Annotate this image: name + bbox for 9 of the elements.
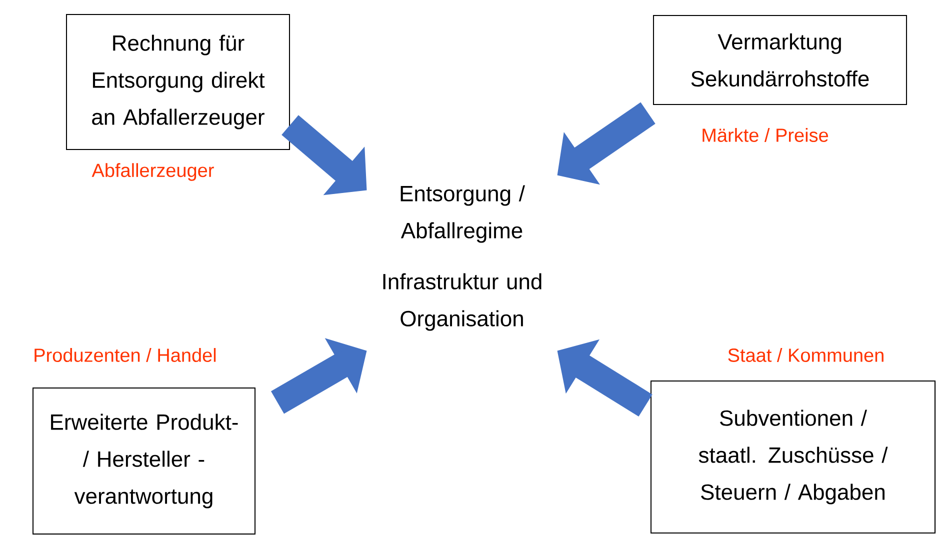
text-box: Vermarktung Sekundärrohstoffe [653, 15, 908, 105]
text-box: Erweiterte Produkt- / Hersteller - verantwortung [32, 388, 256, 534]
edge-label: Produzenten / Handel [34, 348, 216, 362]
center-text: Entsorgung / Abfallregime Infrastruktur und Organisation [383, 185, 542, 331]
edge-label: Märkte / Preise [702, 128, 828, 142]
text-box: Rechnung für Entsorgung direkt an Abfallerzeuger [66, 14, 290, 150]
edge-label: Abfallerzeuger [92, 163, 214, 181]
edge-label: Staat / Kommunen [728, 348, 884, 362]
text-box: Subventionen / staatl. Zuschüsse / Steuern / Abgaben [650, 380, 936, 534]
